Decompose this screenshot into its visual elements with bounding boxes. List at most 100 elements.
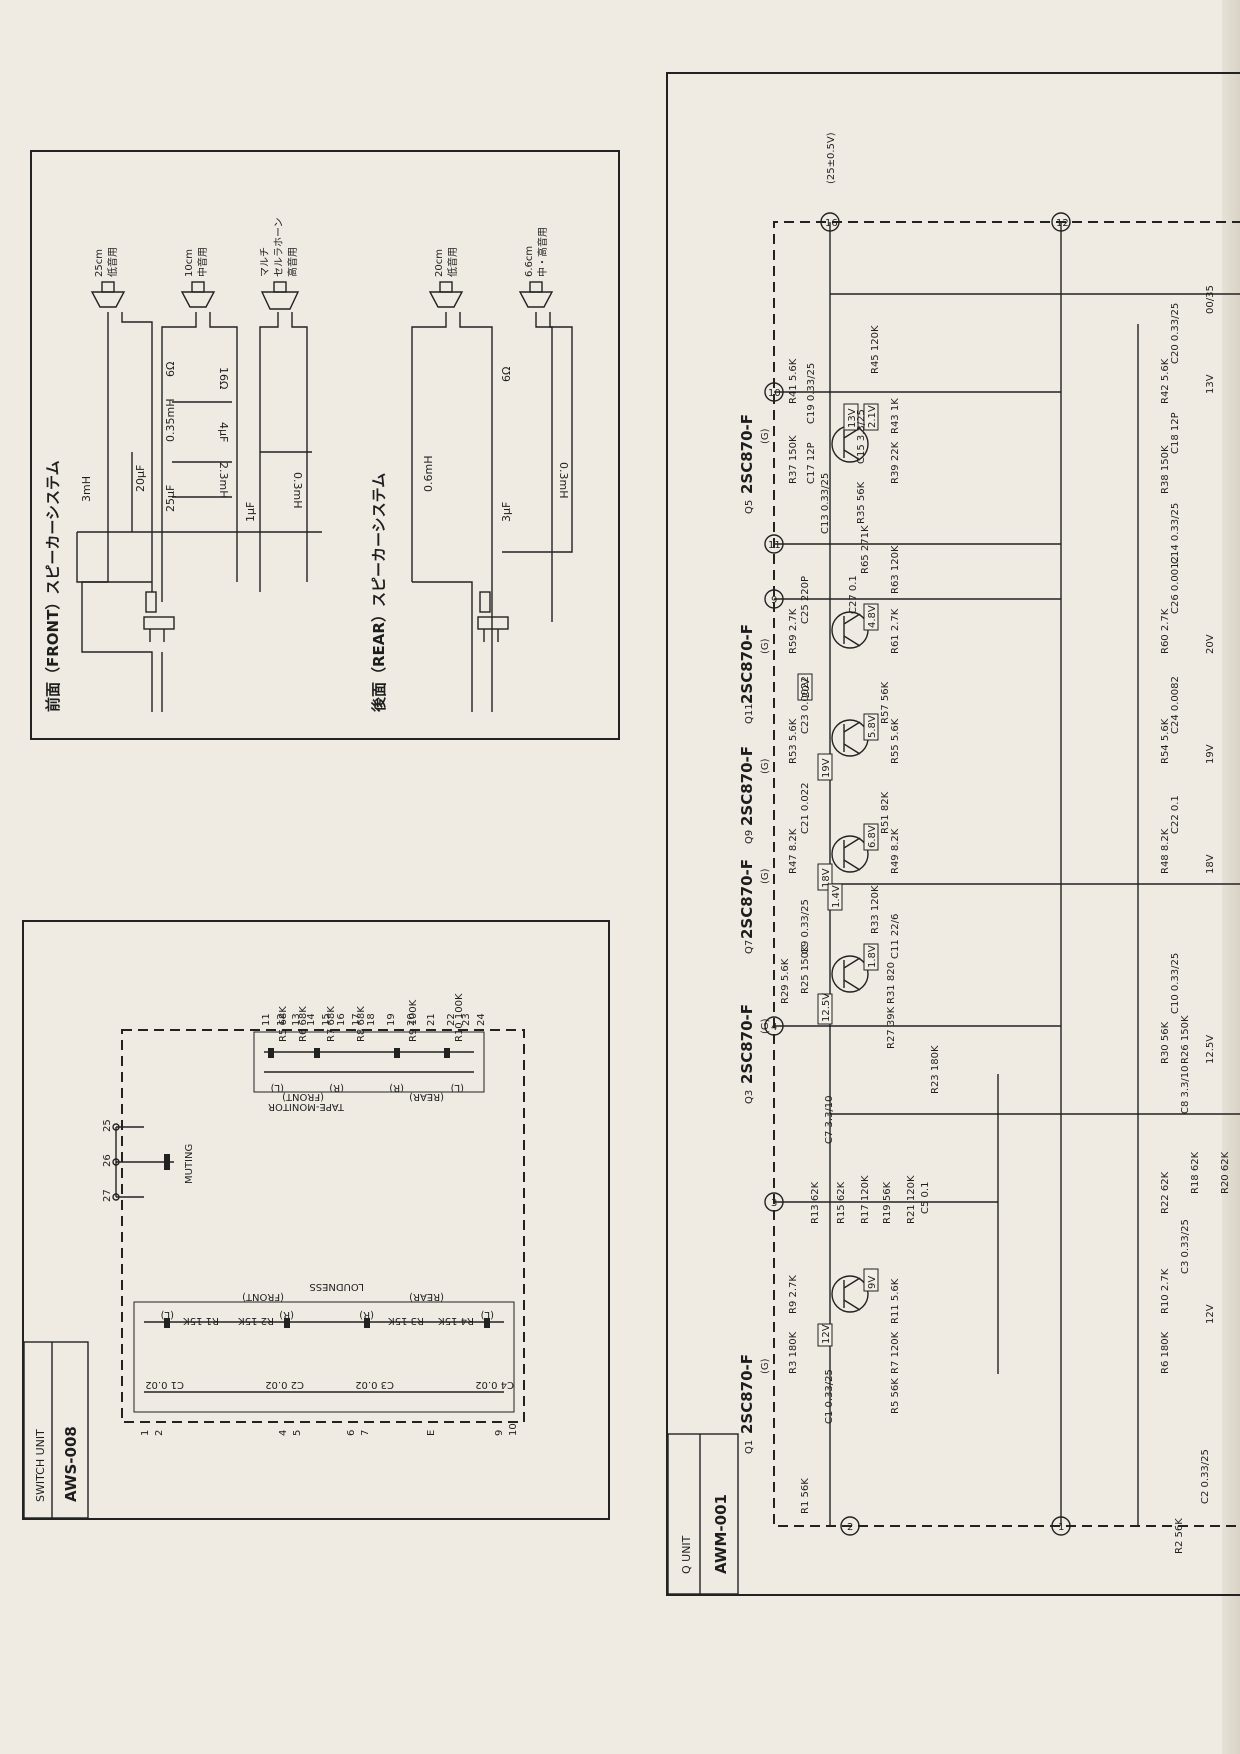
svg-text:R63 120K: R63 120K <box>890 545 901 594</box>
svg-text:R29 5.6K: R29 5.6K <box>780 958 791 1004</box>
svg-text:13: 13 <box>291 1013 302 1026</box>
rear-part-6ohm: 6Ω <box>500 367 513 382</box>
svg-text:C18 12P: C18 12P <box>1170 412 1181 454</box>
rear-full-size: 6.6cm <box>524 246 535 277</box>
q-voltage-tags: 12V 9V 12.5V 1.8V 18V 6.8V 1.4V 19V 5.8V… <box>797 403 879 1347</box>
svg-text:2SC870-F: 2SC870-F <box>738 624 756 704</box>
q-capacitor-labels: C1 0.33/25 C5 0.1 C7 3.3/10 C9 0.33/25 C… <box>800 363 931 1424</box>
svg-text:R65 271K: R65 271K <box>860 525 871 574</box>
front-part-035mH: 0.35mH <box>164 399 177 442</box>
q-unit-schematic: Q UNIT AWM-001 16 12 10 11 9 4 3 2 1 (25… <box>667 132 1240 1595</box>
svg-text:9: 9 <box>494 1430 505 1436</box>
svg-text:11: 11 <box>768 540 781 551</box>
svg-text:C10 0.33/25: C10 0.33/25 <box>1170 953 1181 1014</box>
rear-input-plug-icon <box>477 591 509 642</box>
svg-text:R20 62K: R20 62K <box>1220 1151 1231 1194</box>
q1-transistor-icon <box>831 1275 869 1313</box>
svg-text:C7 3.3/10: C7 3.3/10 <box>824 1095 835 1144</box>
svg-text:5: 5 <box>292 1430 303 1436</box>
tape-monitor-pin-row: 11 12 13 14 15 16 17 18 19 20 21 22 23 2… <box>261 1013 487 1026</box>
rear-woofer-role: 低音用 <box>446 247 459 277</box>
front-tweeter-speaker-icon <box>260 281 300 310</box>
loudness-rear: (REAR) <box>409 1291 444 1302</box>
rear-woofer-speaker-icon <box>428 281 464 308</box>
svg-text:Q5: Q5 <box>744 500 755 514</box>
svg-text:R43 1K: R43 1K <box>890 398 901 434</box>
q-right-cut-labels: R2 56K R6 180K R10 2.7K C3 0.33/25 R22 6… <box>1160 285 1231 1554</box>
svg-text:19V: 19V <box>1205 744 1216 764</box>
rear-fullrange-speaker-icon <box>518 281 554 308</box>
svg-text:R26 150K: R26 150K <box>1180 1015 1191 1064</box>
q7-label: Q7 2SC870-F (G) <box>738 859 771 954</box>
svg-text:R21 120K: R21 120K <box>906 1175 917 1224</box>
svg-text:1: 1 <box>140 1430 151 1436</box>
svg-text:2SC870-F: 2SC870-F <box>738 1004 756 1084</box>
svg-text:E: E <box>426 1430 437 1436</box>
svg-text:C9 0.33/25: C9 0.33/25 <box>800 899 811 954</box>
switch-unit-schematic: SWITCH UNIT AWS-008 MUTING 25 26 27 TAPE… <box>23 993 525 1519</box>
rear-part-03mH: 0.3mH <box>557 462 570 498</box>
q9-transistor-icon <box>831 719 869 757</box>
svg-text:R49 8.2K: R49 8.2K <box>890 828 901 874</box>
front-part-4uF: 4μF <box>217 422 230 442</box>
front-mid-size: 10cm <box>184 249 195 277</box>
speaker-system-panel: 前面（FRONT）スピーカーシステム 後面（REAR）スピーカーシステム 25c… <box>30 150 620 740</box>
mute-pin-26: 26 <box>102 1154 113 1167</box>
svg-text:(G): (G) <box>760 638 771 654</box>
svg-text:6: 6 <box>346 1430 357 1436</box>
svg-text:C23 0.0022: C23 0.0022 <box>800 676 811 734</box>
svg-text:R61 2.7K: R61 2.7K <box>890 608 901 654</box>
svg-text:R55 5.6K: R55 5.6K <box>890 718 901 764</box>
svg-text:12.5V: 12.5V <box>1205 1035 1216 1064</box>
svg-text:C1 0.33/25: C1 0.33/25 <box>824 1369 835 1424</box>
q-unit-model: AWM-001 <box>712 1494 730 1574</box>
tm-part-r5: R5 68K <box>278 1006 289 1042</box>
svg-text:R48 8.2K: R48 8.2K <box>1160 828 1171 874</box>
front-part-23mH: 2.3mH <box>217 462 230 498</box>
svg-text:R27 39K: R27 39K <box>886 1006 897 1049</box>
svg-text:12V: 12V <box>821 1324 832 1344</box>
svg-text:R47 8.2K: R47 8.2K <box>788 828 799 874</box>
svg-text:R9 2.7K: R9 2.7K <box>788 1275 799 1314</box>
ld-part-r2: R2 15K <box>238 1315 274 1326</box>
svg-text:C22 0.1: C22 0.1 <box>1170 795 1181 834</box>
q1-label: Q1 2SC870-F (G) <box>738 1354 771 1454</box>
svg-text:R30 56K: R30 56K <box>1160 1021 1171 1064</box>
svg-text:C5 0.1: C5 0.1 <box>920 1182 931 1214</box>
svg-text:R53 5.6K: R53 5.6K <box>788 718 799 764</box>
svg-text:14: 14 <box>306 1013 317 1026</box>
svg-text:R2 56K: R2 56K <box>1174 1518 1185 1554</box>
tape-monitor-label: TAPE-MONITOR <box>268 1101 345 1112</box>
front-part-16ohm: 16Ω <box>217 367 230 389</box>
svg-text:C24 0.0082: C24 0.0082 <box>1170 676 1181 734</box>
loudness-R2: (R) <box>359 1309 374 1320</box>
svg-text:18V: 18V <box>1205 854 1216 874</box>
svg-text:C8 3.3/10: C8 3.3/10 <box>1180 1065 1191 1114</box>
tape-monitor-L2: (L) <box>451 1082 464 1093</box>
svg-text:16: 16 <box>336 1013 347 1026</box>
tape-monitor-front: (FRONT) <box>282 1091 324 1102</box>
svg-text:C25 220P: C25 220P <box>800 576 811 624</box>
svg-text:12.5V: 12.5V <box>821 993 832 1022</box>
tm-part-r10: R10 100K <box>454 993 465 1042</box>
svg-text:22: 22 <box>446 1013 457 1026</box>
q11-label: Q11 2SC870-F (G) <box>738 624 771 724</box>
svg-text:2SC870-F: 2SC870-F <box>738 746 756 826</box>
q-signal-wiring <box>774 293 1240 1374</box>
svg-text:R13 62K: R13 62K <box>810 1181 821 1224</box>
svg-text:C17 12P: C17 12P <box>806 442 817 484</box>
svg-text:C2 0.33/25: C2 0.33/25 <box>1200 1449 1211 1504</box>
svg-text:R39 22K: R39 22K <box>890 441 901 484</box>
tape-monitor-switch-block <box>253 1031 485 1093</box>
ld-part-c4: C4 0.02 <box>475 1379 514 1390</box>
svg-text:1: 1 <box>1058 1522 1064 1533</box>
svg-text:23: 23 <box>461 1013 472 1026</box>
svg-text:Q1: Q1 <box>744 1440 755 1454</box>
front-part-6ohm: 6Ω <box>164 362 177 377</box>
front-mid-role: 中音用 <box>196 247 209 277</box>
svg-text:R31 820: R31 820 <box>886 962 897 1004</box>
front-speaker-title: 前面（FRONT）スピーカーシステム <box>44 460 62 712</box>
svg-text:1.8V: 1.8V <box>867 945 878 968</box>
svg-text:1.4V: 1.4V <box>831 885 842 908</box>
svg-text:Q3: Q3 <box>744 1090 755 1104</box>
